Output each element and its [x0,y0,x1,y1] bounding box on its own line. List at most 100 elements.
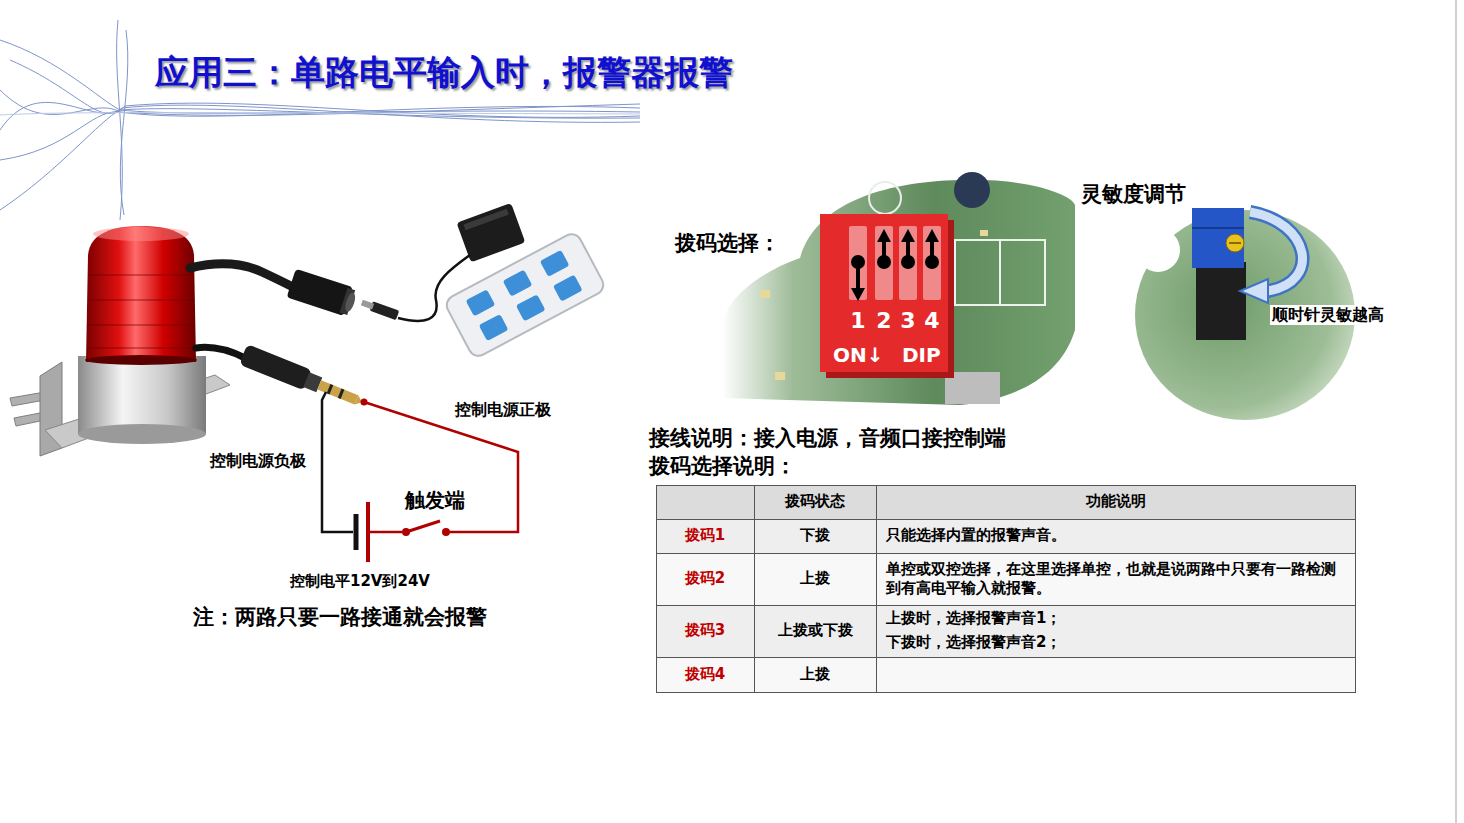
audio-plug-part [239,344,366,412]
slide-border [1455,0,1457,823]
table-cell-box: 拨码2 [656,553,754,605]
voltage-label-box: 控制电平12V到24V [290,571,465,593]
dip-table-grid [656,485,1356,693]
dip-table-grid-part-part [656,605,1355,606]
table-cell-box: 只能选择内置的报警声音。 [886,519,1348,553]
power-strip-part [360,298,399,320]
power-strip-part-part [553,275,583,302]
dip-table-grid-part-part [656,657,1355,658]
wire-label: 控制电源负极 [210,451,306,472]
alarm-light-part-part [88,299,195,301]
power-strip-part [398,255,470,321]
audio-plug-part-part [327,384,334,394]
sensitivity-potentiometer-part [1196,262,1246,340]
power-cable [190,264,359,318]
dip-switch-board-part-part [923,226,941,300]
dip-table-grid-part-part [657,486,1356,693]
audio-plug-part-part [338,389,345,399]
dip-switch-board-part-part [925,255,939,269]
table-header-box: 功能说明 [876,485,1355,519]
switch-number-box: 2 [872,306,896,336]
table-cell: 拨码2 [685,569,725,589]
table-cell: 拨码3 [685,621,725,641]
power-strip [360,203,607,359]
dip-switch-board-part [820,214,948,372]
wire-label-box: 控制电源正极 [455,398,575,422]
alarm-light-part [93,227,189,241]
wave-decoration-part [0,102,640,130]
sensitivity-potentiometer-part [1226,234,1244,252]
power-strip-part-part [466,289,496,316]
table-cell-box: 上拨 [754,657,876,692]
wave-decoration-part [0,104,640,160]
dip-switch-board-part [722,180,1075,405]
dip-switch-board-part [869,182,901,214]
dip-table-grid-part-part [876,485,877,692]
table-cell-box: 下拨时，选择报警声音2； [886,631,1348,655]
alarm-light-part [85,355,197,365]
dip-switch-board-part-part [877,229,891,242]
alarm-light-part-part [87,347,196,349]
switch-number-box: 4 [920,306,944,336]
dip-table-grid-part-part [754,485,755,692]
control-circuit-part [361,399,368,406]
sensitivity-potentiometer-part [1250,212,1302,291]
wire-label: 控制电源正极 [455,400,551,421]
callout-label-box: 顺时针灵敏越高 [1270,304,1400,326]
dip-table-grid-part-part [656,553,1355,554]
switch-number-box: 3 [896,306,920,336]
dip-switch-board-part-part [875,226,893,300]
alarm-light-part-part [88,274,194,276]
switch-number: 2 [876,307,891,336]
note-text: 注：两路只要一路接通就会报警 [193,604,487,631]
sensitivity-potentiometer-part [1250,212,1302,291]
audio-plug [196,344,366,412]
power-cable-part-part [343,291,357,312]
table-cell: 下拨 [800,526,830,546]
table-cell-box: 拨码3 [656,605,754,657]
alarm-light [10,226,230,456]
instruction-text-box: 拨码选择说明： [649,453,869,481]
dip-marking: ON↓ [833,342,884,368]
title-box: 应用三：单路电平输入时，报警器报警 [155,48,855,96]
dip-switch-board-part [999,240,1001,305]
dip-switch-board-part [980,230,988,236]
table-cell-box: 拨码4 [656,657,754,692]
power-cable-part [287,269,359,318]
table-cell: 上拨 [800,569,830,589]
control-circuit-part [366,502,370,562]
power-cable-part [190,264,295,288]
dip-table-grid-part [656,553,1355,605]
table-header-box: 拨码状态 [754,485,876,519]
dip-switch-board-part-part [851,288,865,301]
dip-table-grid-part [656,519,1355,553]
power-strip-part-part [516,294,546,321]
instruction-text: 接线说明：接入电源，音频口接控制端 [649,425,1006,452]
table-cell-box: 上拨 [754,553,876,605]
control-circuit-part [354,514,359,550]
voltage-label: 控制电平12V到24V [290,572,430,592]
switch-label: 触发端 [405,487,465,513]
sensitivity-potentiometer-part [1192,208,1244,268]
dip-table-grid-part [656,605,1355,657]
callout-label: 顺时针灵敏越高 [1270,305,1386,326]
dip-marking: DIP [902,342,941,368]
control-circuit-part [406,521,440,532]
table-cell: 单控或双控选择，在这里选择单控，也就是说两路中只要有一路检测到有高电平输入就报警… [886,560,1348,599]
table-header: 功能说明 [1086,492,1146,512]
sensitivity-potentiometer-part [1229,242,1241,244]
power-strip-part [457,203,526,262]
slide-title: 应用三：单路电平输入时，报警器报警 [155,50,733,94]
instruction-text: 拨码选择说明： [649,453,796,480]
table-cell: 只能选择内置的报警声音。 [886,526,1066,546]
section-label-box: 灵敏度调节 [1081,181,1203,209]
dip-switch-board-part [775,372,785,380]
dip-switch-board-part-part [851,255,865,269]
wave-decoration-part [120,30,127,215]
audio-plug-part-part [317,380,358,404]
control-circuit-part [442,528,450,536]
dip-switch-board-part [851,229,939,301]
dip-table-grid-part-part [656,519,1355,520]
dip-switch-board-part [760,290,770,298]
table-cell-box: 上拨或下拨 [754,605,876,657]
